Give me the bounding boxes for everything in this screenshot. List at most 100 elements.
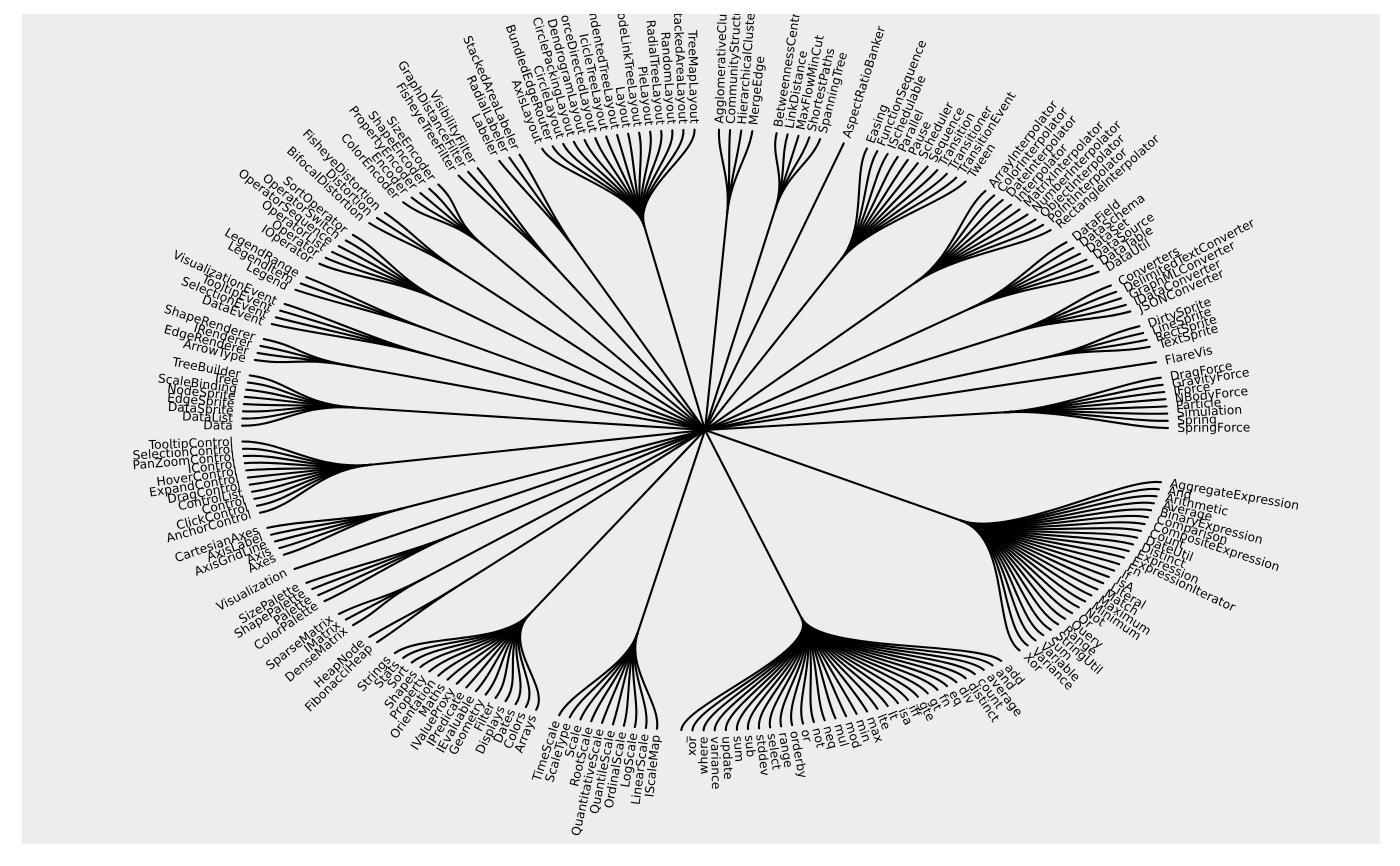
leaf-link [1038, 345, 1151, 360]
leaf-link [351, 577, 426, 627]
leaf-label: lte [874, 712, 893, 732]
leaf-link [262, 337, 353, 368]
branch-link-animate [703, 258, 843, 432]
branch-link-encoder [484, 246, 707, 432]
leaf-label: xor [685, 735, 700, 756]
leaf-link [642, 128, 696, 228]
leaf-link [323, 532, 457, 603]
leaf-link [457, 174, 557, 269]
leaf-label: _ [674, 735, 688, 744]
leaf-label: Tree [211, 371, 240, 389]
radial-tree-diagram: AggregateExpressionAndArithmeticAverageB… [132, 14, 1300, 837]
leaf-label: IForce [1173, 380, 1211, 399]
branch-link-data [353, 406, 707, 432]
leaf-link [248, 374, 356, 409]
leaf-link [735, 617, 805, 731]
leaf-link [402, 201, 487, 249]
leaf-link [959, 519, 1021, 652]
leaf-link [774, 137, 822, 211]
leaf-link [305, 532, 457, 584]
branch-link-physics [703, 411, 1006, 432]
leaf-label: StackedAreaLayout [670, 14, 690, 124]
leaf-label: IControl [187, 457, 236, 476]
leaf-link [351, 233, 444, 303]
leaf-label: Fn [1124, 561, 1144, 580]
branch-link-data-core [703, 307, 971, 432]
leaf-link [518, 153, 577, 252]
leaf-label: RandomLayout [658, 31, 679, 125]
branch-link-display [703, 357, 1042, 432]
leaf-label: Layout [613, 85, 634, 129]
leaf-link [840, 152, 889, 261]
branch-link-expression [703, 428, 962, 522]
branch-link-scale [636, 428, 707, 634]
branch-link-converters [703, 332, 1011, 432]
branch-link-palette [454, 428, 707, 535]
leaf-link [968, 270, 1100, 310]
leaf-link [717, 128, 729, 215]
leaf-link [305, 276, 432, 332]
branch-link-util [528, 428, 707, 616]
leaf-label: gt [926, 695, 944, 713]
branch-link-distortion [460, 271, 707, 432]
leaf-label: sum [731, 735, 747, 762]
leaf-link [393, 613, 531, 655]
leaf-link [914, 203, 1013, 284]
leaf-label: Particle [1175, 395, 1221, 413]
leaf-label: Simulation [1176, 403, 1242, 421]
leaf-link [914, 229, 1052, 284]
branch-link-heap [454, 428, 707, 589]
leaf-link [1061, 361, 1158, 378]
leaf-link [1008, 310, 1132, 335]
branch-link-operator [441, 300, 707, 432]
leaf-link [337, 577, 426, 615]
leaf-link [293, 522, 432, 571]
leaf-label: update [719, 736, 735, 780]
branch-link-label [574, 249, 707, 432]
leaf-link [680, 617, 805, 732]
leaf-label: where [696, 737, 710, 775]
leaf-label: variance [708, 736, 723, 789]
branch-link-graph [703, 207, 777, 432]
leaf-link [812, 142, 845, 207]
leaf-label: EdgeSprite [167, 391, 235, 411]
leaf-link [294, 288, 432, 332]
leaf-label: DataSprite [167, 400, 234, 418]
leaf-label: mul [831, 722, 851, 748]
branch-link-controls [369, 428, 707, 466]
branch-link-cluster [703, 212, 729, 432]
leaf-label: neq [820, 724, 840, 750]
leaf-link [437, 183, 487, 249]
leaf-label: And [1167, 484, 1193, 502]
leaf-label: stddev [753, 734, 772, 777]
branch-link-interpolate [703, 281, 917, 432]
leaf-label: Spring [1177, 412, 1217, 427]
leaf-label: IScaleMap [642, 734, 662, 798]
leaf-link [368, 586, 457, 639]
leaf-link [726, 130, 754, 215]
branch-link-render [350, 365, 707, 432]
leaf-label: Data [203, 418, 233, 432]
leaf-link [1003, 410, 1169, 430]
branch-link-events [426, 353, 707, 432]
leaf-link [558, 631, 639, 717]
leaf-link [241, 440, 372, 467]
branch-link-flex [703, 375, 1064, 432]
leaf-link [1008, 284, 1112, 335]
leaf-link [1008, 290, 1118, 335]
leaf-link [1038, 325, 1141, 360]
leaf-label: AgglomerativeCluster [712, 14, 730, 124]
leaf-link [840, 158, 909, 261]
leaf-label: or [798, 728, 815, 744]
branch-link-layout [643, 225, 707, 432]
branch-link-axis [402, 428, 707, 510]
branch-link-vis [428, 428, 707, 525]
leaf-link [282, 507, 405, 556]
leaf-link [498, 159, 577, 252]
leaf-link [266, 507, 405, 529]
leaf-label: sub [742, 735, 758, 758]
leaf-label: eq [946, 688, 966, 708]
tree-links [241, 128, 1169, 732]
branch-link-math [423, 428, 707, 580]
leaf-label: not [809, 726, 827, 749]
